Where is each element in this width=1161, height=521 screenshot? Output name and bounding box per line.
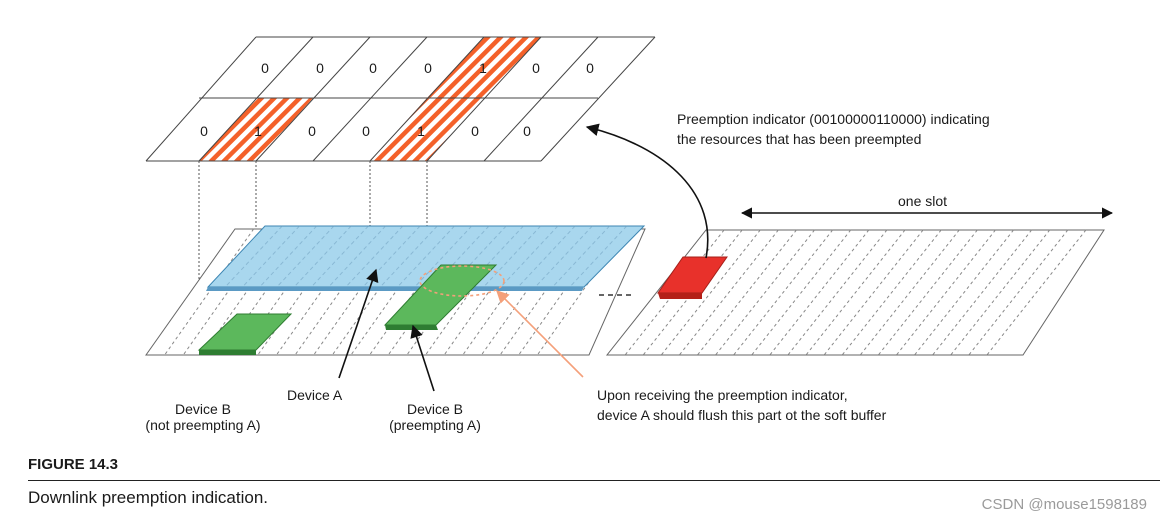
- indicator-bit-bottom-4: 1: [417, 123, 425, 139]
- indicator-bit-bottom-2: 0: [308, 123, 316, 139]
- indicator-cell-top-4: [427, 37, 541, 98]
- indicator-bit-bottom-5: 0: [471, 123, 479, 139]
- indicator-bit-top-3: 0: [424, 60, 432, 76]
- slot-plane-right-stripe: [678, 229, 779, 356]
- device-b-not-preempting-line2: (not preempting A): [145, 417, 261, 433]
- slot-plane-right-stripe: [841, 229, 942, 356]
- preemption-diagram: 0 0 0 0 1 0 0 0 1 0 0 1 0 0: [145, 36, 1114, 392]
- indicator-bit-top-0: 0: [261, 60, 269, 76]
- indicator-bit-bottom-1: 1: [254, 123, 262, 139]
- device-b-preempting-line2: (preempting A): [389, 417, 481, 433]
- figure-caption: Downlink preemption indication.: [28, 488, 269, 507]
- indicator-bit-top-6: 0: [586, 60, 594, 76]
- device-b-preempting-arrow: [410, 324, 435, 392]
- slot-plane-right-stripe: [932, 229, 1033, 356]
- slot-plane-right-stripe: [986, 229, 1087, 356]
- preemption-indicator-block: [657, 256, 728, 299]
- slot-plane-right-stripe: [733, 229, 834, 356]
- device-b-preempting-line1: Device B: [406, 401, 464, 417]
- slot-plane-right-stripe: [877, 229, 978, 356]
- slot-plane-right-stripe: [896, 229, 996, 356]
- preemption-indicator-label-2: the resources that has been preempted: [677, 131, 922, 147]
- preemption-indicator-label-1: Preemption indicator (00100000110000) in…: [677, 111, 990, 127]
- indicator-bit-top-1: 0: [316, 60, 324, 76]
- slot-plane-right-stripe: [715, 229, 815, 356]
- indicator-bit-bottom-3: 0: [362, 123, 370, 139]
- indicator-bit-top-2: 0: [369, 60, 377, 76]
- slot-plane-right-stripe: [697, 229, 797, 356]
- indicator-cell-bottom-4: [370, 98, 484, 161]
- indicator-grid: 0 0 0 0 1 0 0 0 1 0 0 1 0 0: [145, 36, 656, 162]
- indicator-bit-bottom-6: 0: [523, 123, 531, 139]
- device-b-preempting-label: Device B (preempting A): [376, 401, 494, 433]
- slot-plane-right-stripe: [968, 229, 1069, 356]
- flush-region-ellipse: [419, 265, 505, 297]
- device-a-label: Device A: [287, 387, 343, 403]
- device-b-not-preempting-label: Device B (not preempting A): [136, 401, 270, 433]
- slot-plane-right-stripe: [805, 229, 906, 356]
- indicator-cell-bottom-1: [199, 98, 313, 161]
- slot-plane-right-stripe: [914, 229, 1014, 356]
- flush-annotation-line1: Upon receiving the preemption indicator,: [597, 387, 848, 403]
- indicator-bit-top-4: 1: [479, 60, 487, 76]
- slot-plane-right-stripe: [751, 229, 852, 356]
- device-a-arrow: [338, 268, 379, 379]
- flush-annotation-arrow: [496, 290, 584, 378]
- slot-plane-right-stripe: [660, 229, 761, 356]
- one-slot-label: one slot: [898, 193, 948, 209]
- indicator-curve-arrow: [585, 123, 709, 259]
- device-b-not-preempting-line1: Device B: [174, 401, 232, 417]
- slot-plane-right-stripe: [950, 229, 1051, 356]
- indicator-bit-top-5: 0: [532, 60, 540, 76]
- figure-rule: [28, 480, 1160, 481]
- figure-number: FIGURE 14.3: [28, 456, 119, 473]
- slot-plane-right-stripe: [769, 229, 870, 356]
- flush-annotation-line2: device A should flush this part ot the s…: [597, 407, 887, 423]
- device-a-band: [206, 225, 646, 291]
- slot-plane-left-stripe: [164, 228, 255, 356]
- device-b-not-preempting-block: [197, 313, 293, 355]
- slot-plane-right-stripe: [859, 229, 960, 356]
- watermark: CSDN @mouse1598189: [981, 496, 1147, 513]
- slot-plane-right-stripe: [823, 229, 924, 356]
- indicator-bit-bottom-0: 0: [200, 123, 208, 139]
- slot-plane-right-stripe: [787, 229, 888, 356]
